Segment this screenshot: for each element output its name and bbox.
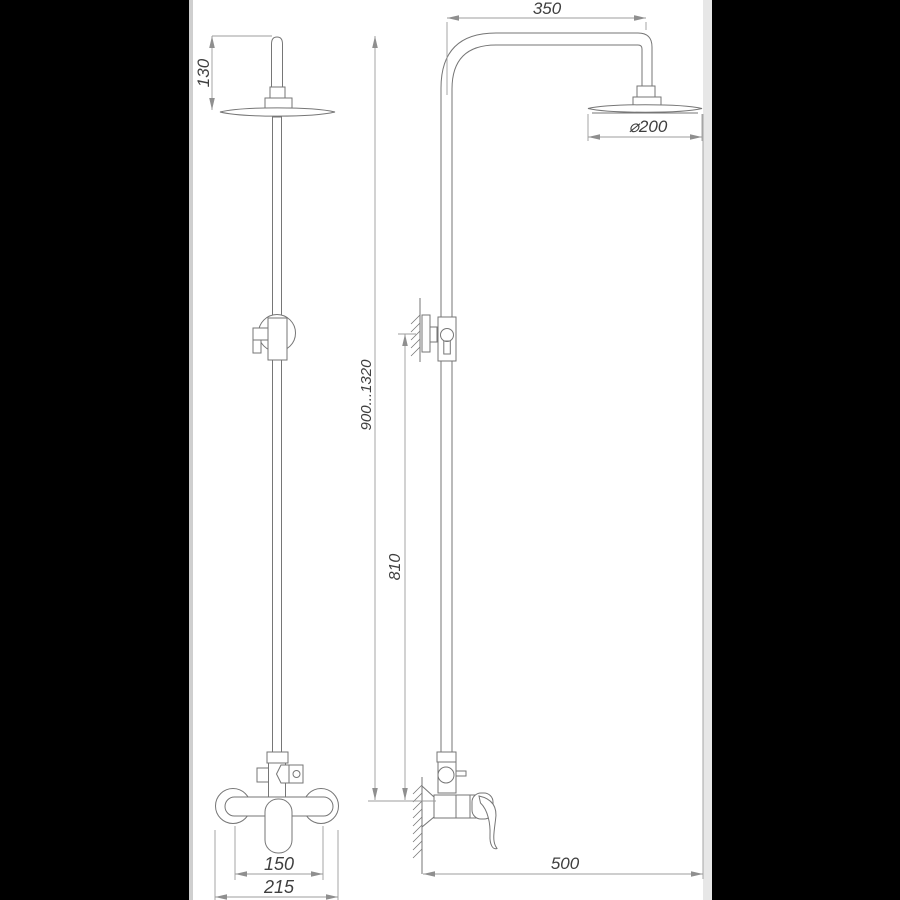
bracket-knob-side xyxy=(429,326,438,343)
label-column-height: 900...1320 xyxy=(358,359,375,431)
label-reach: 500 xyxy=(551,854,580,873)
handset-hook-tip-front xyxy=(252,339,262,354)
wall-hatch-upper xyxy=(410,314,421,357)
head-stem-front xyxy=(271,36,283,88)
front-view xyxy=(215,36,339,854)
outlet-hole-front xyxy=(292,770,301,778)
dimension-labels: 130 350 ⌀200 900...1320 810 150 215 500 xyxy=(194,0,668,897)
head-nut-front xyxy=(269,86,286,99)
letterbox-right xyxy=(712,0,900,900)
handset-hook-front xyxy=(252,327,269,341)
label-mixer-centers: 150 xyxy=(264,854,294,874)
dimension-column-height xyxy=(368,36,436,802)
mixer-lever-side xyxy=(478,795,498,850)
edge-strip-right xyxy=(703,0,712,900)
slider-block-front xyxy=(267,317,288,361)
label-head-diameter: ⌀200 xyxy=(629,117,668,136)
shower-head-disc-side xyxy=(587,104,703,113)
slider-lock-stem xyxy=(443,340,451,355)
shower-head-disc-front xyxy=(219,107,336,117)
diverter-pin-side xyxy=(455,770,467,777)
wall-bracket-side xyxy=(421,314,431,353)
riser-pipe-upper-front xyxy=(272,116,282,319)
side-view xyxy=(410,32,703,874)
dimensions xyxy=(209,15,704,900)
dimension-bar-height xyxy=(398,333,416,800)
label-mixer-width: 215 xyxy=(263,877,295,897)
outlet-box-front xyxy=(288,764,304,784)
diverter-nut-front xyxy=(266,751,289,764)
diverter-knob-side xyxy=(437,766,455,784)
letterbox-left xyxy=(0,0,189,900)
dimension-mixer-centers xyxy=(234,826,324,880)
riser-pipe-lower-front xyxy=(272,359,282,753)
wall-hatch-lower xyxy=(412,784,423,859)
diverter-nut-side xyxy=(436,751,457,763)
dimension-arm-reach xyxy=(446,15,647,95)
label-bar-height: 810 xyxy=(387,554,404,581)
head-nut-side xyxy=(636,85,656,98)
diverter-knob-front xyxy=(256,767,269,783)
dimension-head-diameter xyxy=(587,114,703,141)
dimension-mixer-width xyxy=(214,830,339,900)
mixer-lever-front xyxy=(264,798,293,854)
head-base-front xyxy=(264,97,293,109)
edge-strip-left xyxy=(189,0,193,900)
dimension-reach xyxy=(423,114,704,879)
dimension-head-offset xyxy=(209,35,272,110)
slider-block-side xyxy=(437,316,457,362)
label-head-offset: 130 xyxy=(194,58,213,87)
label-arm-reach: 350 xyxy=(533,0,562,18)
